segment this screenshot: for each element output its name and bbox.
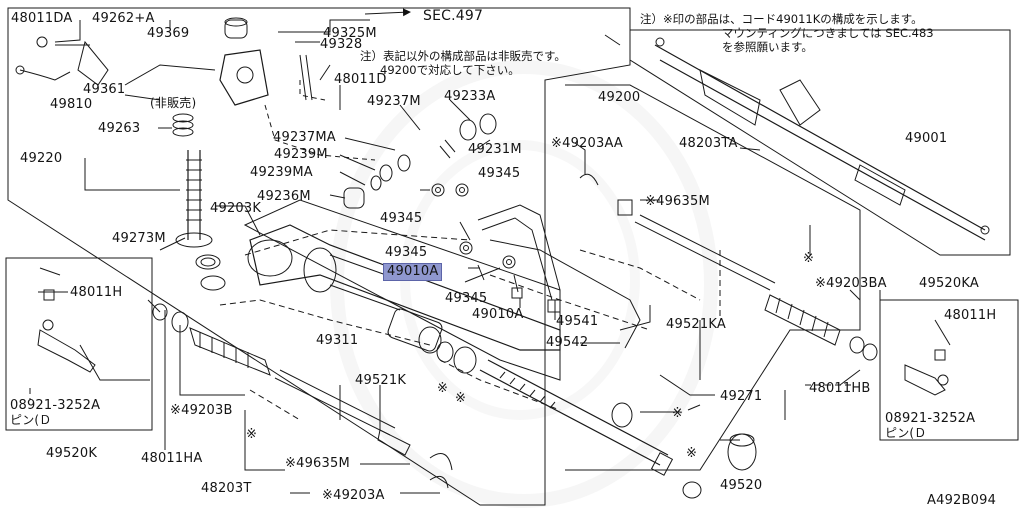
label-49203K: 49203K [210,201,262,216]
label-sec497[interactable]: SEC.497 [423,8,484,24]
left-tierod-end [37,329,96,373]
label-48011HA: 48011HA [141,451,203,466]
label-49220: 49220 [20,151,63,166]
label-49345-mid: 49345 [380,211,423,226]
label-49010A: 49010A [472,307,524,322]
label-49520K: 49520K [46,446,98,461]
label-49239M: 49239M [274,147,328,162]
label-49328: 49328 [320,37,363,52]
fluid-line-49542 [489,239,641,349]
label-48203T: 48203T [201,481,252,496]
label-48011H-right: 48011H [944,308,997,323]
label-49203BA: ※49203BA [815,276,887,291]
label-49237M: 49237M [367,94,421,109]
label-49325M: 49325M [323,26,377,41]
label-49521K: 49521K [355,373,407,388]
left-inner-tierod [274,369,396,436]
label-48011HB: 48011HB [809,381,871,396]
label-48011DA: 48011DA [11,11,73,26]
asterisk-mark: ※ [803,251,815,266]
gear-assembly-frame [243,199,561,381]
note-asterisk-2: マウンティングにつきましては SEC.483 [722,26,934,40]
label-49239MA: 49239MA [250,165,313,180]
label-49273M: 49273M [112,231,166,246]
label-pin-left: ピン(Ｄ [10,413,52,427]
main-frame-outline [7,7,631,506]
label-49001: 49001 [905,131,948,146]
label-49520KA: 49520KA [919,276,979,291]
note-asterisk-3: を参照願います。 [722,40,813,54]
label-49262A: 49262+A [92,11,155,26]
asterisk-mark: ※ [437,381,449,396]
right-tierod-box [879,299,1019,441]
note-not-sold-1: 注）表記以外の構成部品は非販売です。 [360,49,566,63]
gear-housing-end [247,239,293,277]
right-tierod-end [904,364,946,396]
label-49635M-top: ※49635M [645,194,710,209]
label-49233A: 49233A [444,89,496,104]
label-49203AA: ※49203AA [551,136,623,151]
label-49231M: 49231M [468,142,522,157]
label-48011D: 48011D [334,72,387,87]
label-49541: 49541 [556,314,599,329]
rack-bar [479,359,669,466]
label-49520: 49520 [720,478,763,493]
label-49810: 49810 [50,97,93,112]
left-tierod-box [5,257,153,431]
label-49203A: ※49203A [322,488,385,503]
label-49237MA: 49237MA [273,130,336,145]
top-right-frame [629,29,1011,256]
label-not-sold: (非販売) [150,96,197,110]
label-08921-right: 08921-3252A [885,411,976,426]
label-49361: 49361 [83,82,126,97]
asterisk-mark: ※ [672,406,684,421]
fluid-line-49541 [477,204,561,305]
label-48011H-left: 48011H [70,285,123,300]
label-49203B: ※49203B [170,403,233,418]
complete-rack-assembly [654,44,986,241]
asterisk-mark: ※ [455,391,467,406]
label-48203TA: 48203TA [679,136,738,151]
label-pin-right: ピン(Ｄ [885,426,927,440]
diagram-code: A492B094 [927,493,997,508]
label-49345-lower: 49345 [385,245,428,260]
asterisk-mark: ※ [246,427,258,442]
label-49521KA: 49521KA [666,317,726,332]
label-49200: 49200 [598,90,641,105]
section-arrow [364,8,411,17]
label-49010A-highlighted[interactable]: 49010A [383,263,443,281]
pinion-shaft [187,150,201,240]
gear-housing [249,224,561,351]
left-boot [189,327,271,376]
note-asterisk-1: 注）※印の部品は、コード49011Kの構成を示します。 [640,12,923,26]
label-49236M: 49236M [257,189,311,204]
right-assembly-outline [565,84,861,471]
note-not-sold-2: 49200で対応して下さい。 [380,63,520,77]
label-08921-left: 08921-3252A [10,398,101,413]
label-49542: 49542 [546,335,589,350]
label-49345-upper: 49345 [478,166,521,181]
label-49635M-bottom: ※49635M [285,456,350,471]
label-49345-bottom: 49345 [445,291,488,306]
right-boot [764,294,841,346]
valve-housing [219,49,269,106]
right-inner-tierod [634,214,776,291]
label-49311: 49311 [316,333,359,348]
label-49263: 49263 [98,121,141,136]
label-49369: 49369 [147,26,190,41]
label-49271: 49271 [720,389,763,404]
asterisk-mark: ※ [686,446,698,461]
